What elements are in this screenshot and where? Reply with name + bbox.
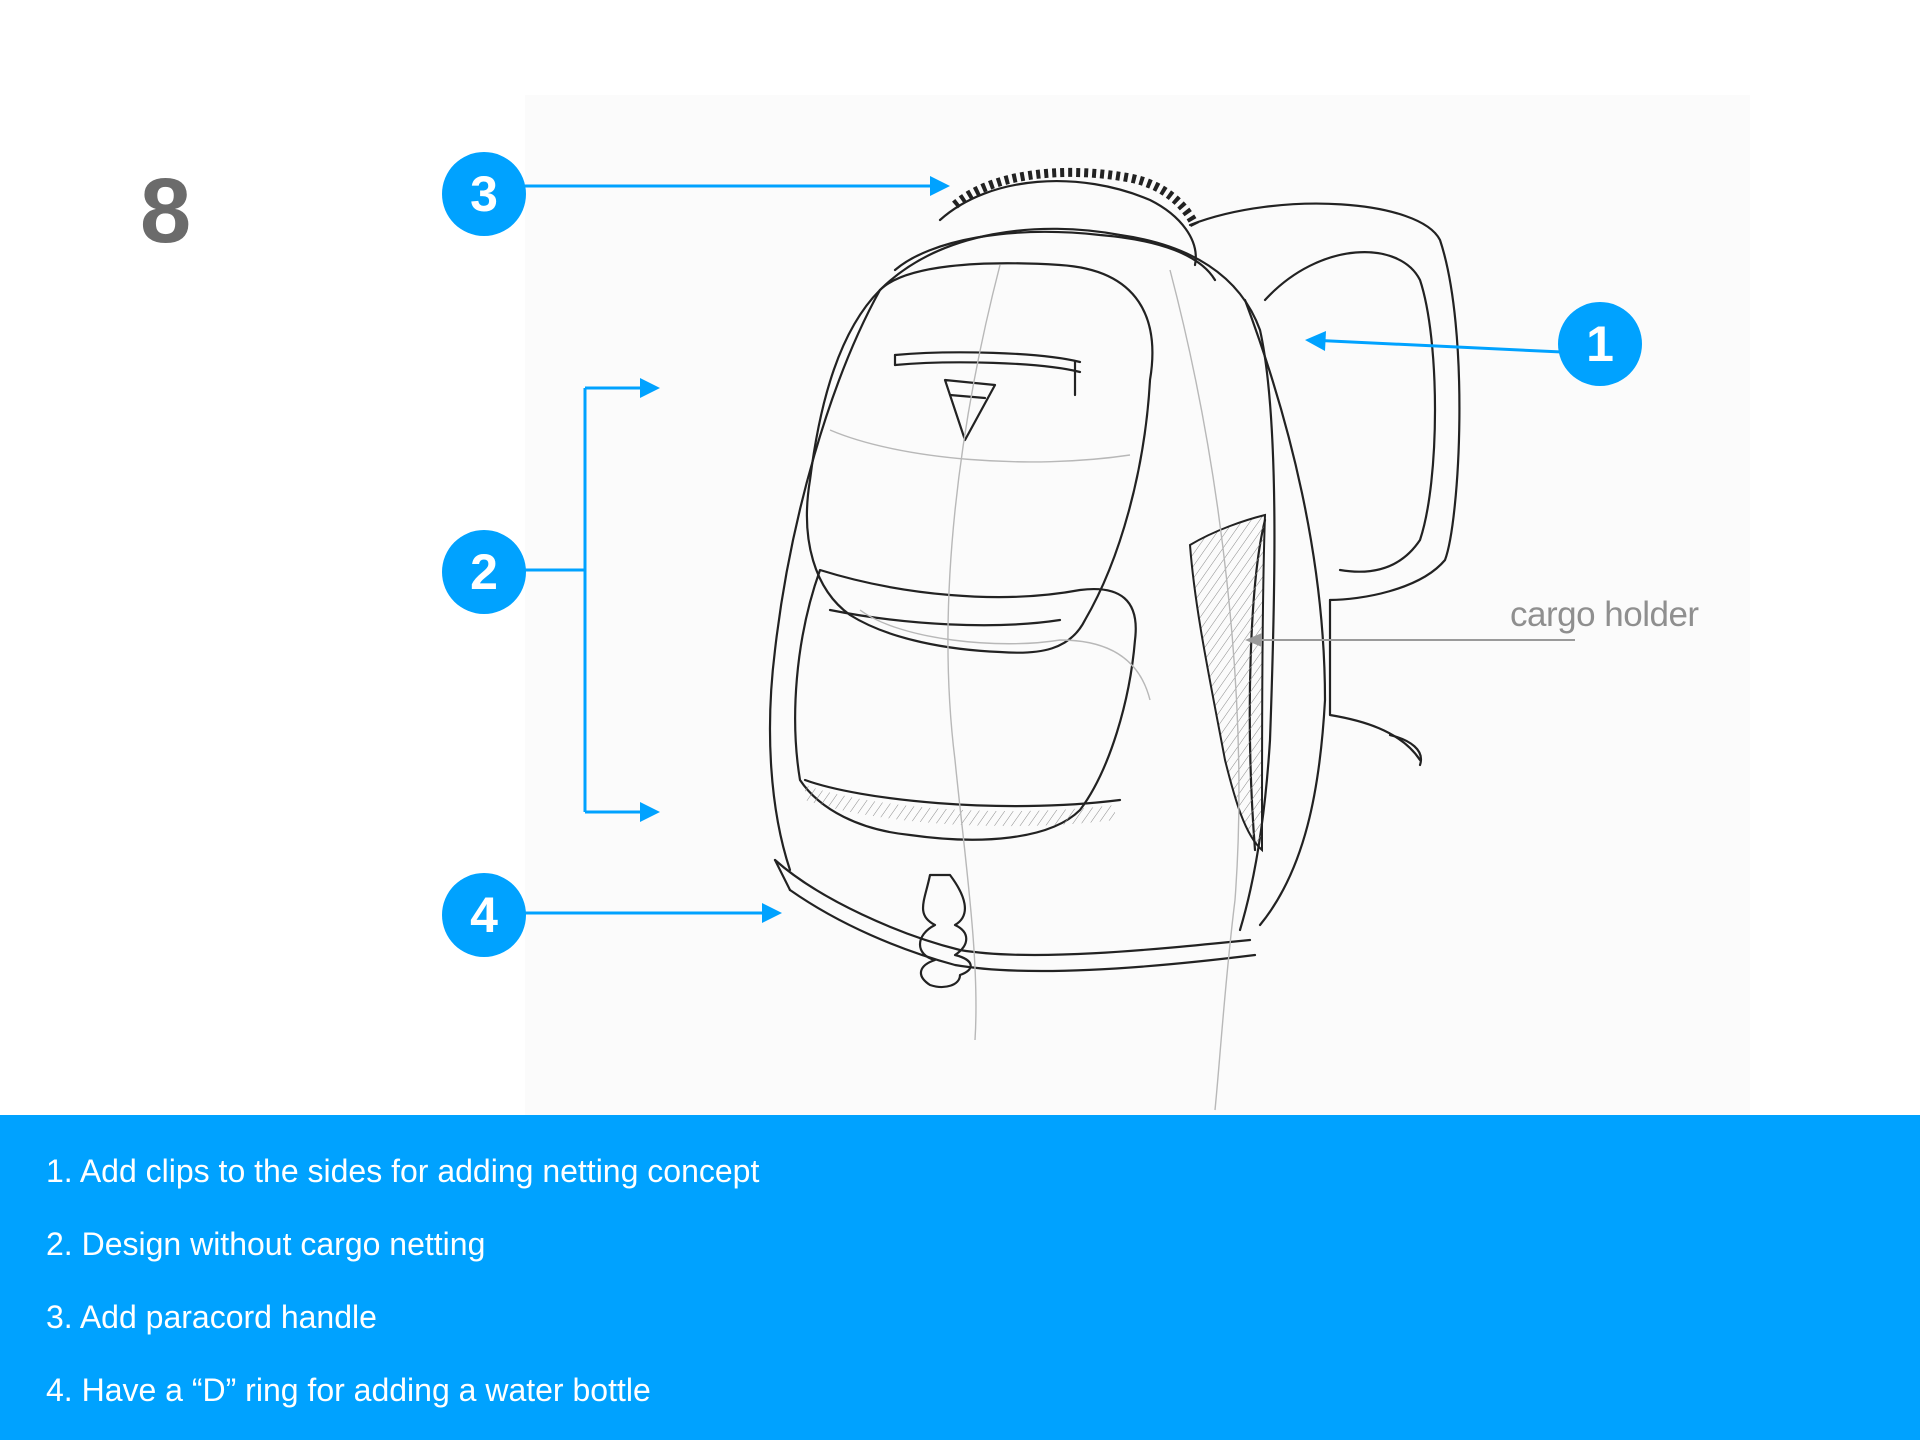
note-item: 3. Add paracord handle xyxy=(46,1299,377,1335)
notes-list: 1. Add clips to the sides for adding net… xyxy=(46,1149,759,1440)
callout-badge-4: 4 xyxy=(442,873,526,957)
cargo-holder-label: cargo holder xyxy=(1510,595,1699,634)
arrow-1 xyxy=(1309,338,1563,354)
callout-badge-1: 1 xyxy=(1558,302,1642,386)
backpack-sketch xyxy=(525,95,1750,1115)
note-item: 4. Have a “D” ring for adding a water bo… xyxy=(46,1372,651,1408)
note-item: 1. Add clips to the sides for adding net… xyxy=(46,1153,760,1189)
note-item: 2. Design without cargo netting xyxy=(46,1226,486,1262)
arrow-heads xyxy=(640,176,1326,923)
callout-badge-2: 2 xyxy=(442,530,526,614)
paper-background xyxy=(525,95,1750,1115)
bumper-hatching xyxy=(805,785,1115,827)
callout-arrows xyxy=(525,184,1563,915)
cargo-arrow-head xyxy=(1245,633,1262,647)
callout-badge-3: 3 xyxy=(442,152,526,236)
construction-lines xyxy=(829,264,1240,1111)
notes-panel: 1. Add clips to the sides for adding net… xyxy=(0,1115,1920,1440)
cargo-holder-hatching xyxy=(1188,513,1267,853)
page-number: 8 xyxy=(140,160,192,262)
